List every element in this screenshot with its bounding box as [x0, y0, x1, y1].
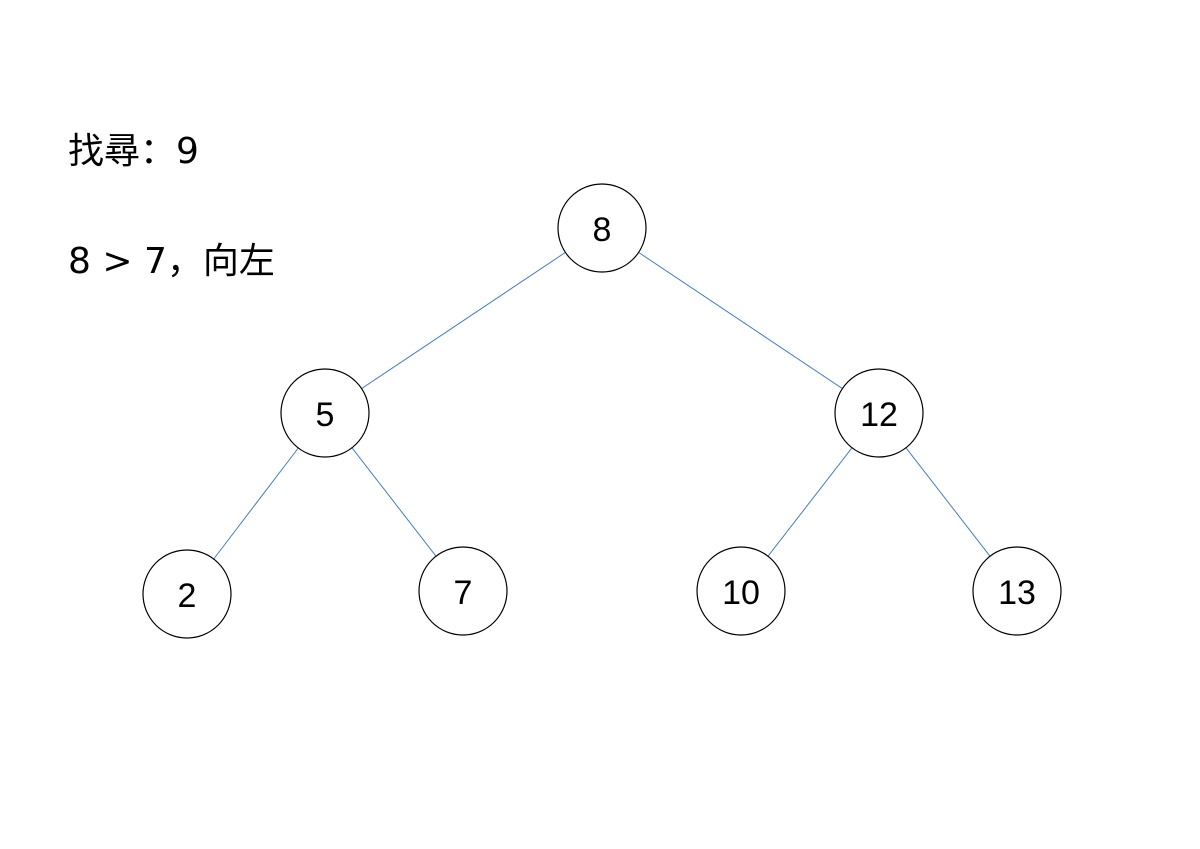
tree-nodes: 8 5 12 2 7 10 13	[142, 183, 1062, 639]
tree-node-label: 2	[178, 577, 197, 615]
tree-node-circle	[696, 546, 786, 636]
tree-edge	[361, 251, 566, 390]
tree-edge	[638, 251, 843, 390]
tree-edge	[905, 447, 991, 557]
tree-node-circle	[557, 183, 647, 273]
tree-node: 12	[834, 368, 924, 458]
tree-node-circle	[418, 546, 508, 636]
tree-node-circle	[142, 549, 232, 639]
tree-node-circle	[280, 368, 370, 458]
tree-node-label: 8	[593, 211, 612, 249]
search-target-caption: 找尋：9	[68, 131, 199, 172]
tree-node-label: 5	[316, 396, 335, 434]
comparison-step-caption: 8 > 7，向左	[68, 241, 275, 282]
tree-node: 8	[557, 183, 647, 273]
tree-edge	[767, 447, 853, 557]
tree-node-label: 10	[722, 574, 760, 612]
tree-node-label: 12	[860, 396, 898, 434]
tree-node: 5	[280, 368, 370, 458]
tree-node: 7	[418, 546, 508, 636]
tree-node: 13	[972, 546, 1062, 636]
tree-node-label: 7	[454, 574, 473, 612]
tree-node-circle	[834, 368, 924, 458]
tree-node-label: 13	[998, 574, 1036, 612]
tree-node-circle	[972, 546, 1062, 636]
tree-node: 10	[696, 546, 786, 636]
tree-edges	[213, 251, 991, 560]
tree-node: 2	[142, 549, 232, 639]
tree-edge	[213, 447, 299, 560]
tree-edge	[351, 447, 437, 557]
